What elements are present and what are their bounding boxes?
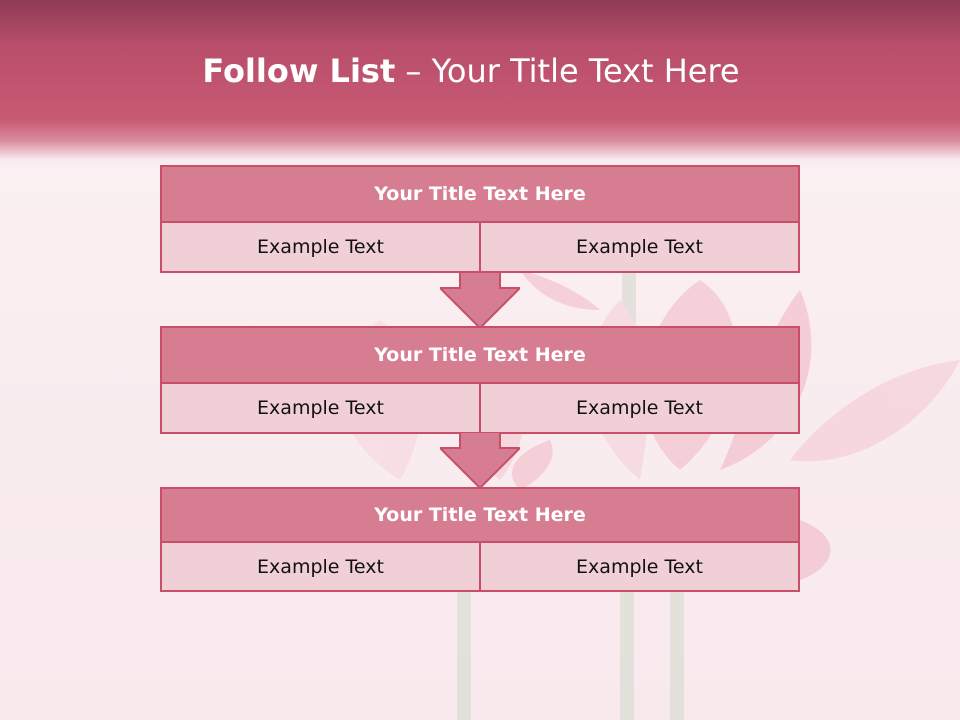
block-title: Your Title Text Here bbox=[160, 487, 800, 543]
slide-title-rest: – Your Title Text Here bbox=[395, 52, 740, 90]
follow-block-3: Your Title Text Here Example Text Exampl… bbox=[160, 487, 800, 592]
block-title: Your Title Text Here bbox=[160, 165, 800, 223]
block-cell-left: Example Text bbox=[160, 384, 481, 434]
block-cell-right: Example Text bbox=[481, 543, 800, 592]
down-arrow-icon bbox=[440, 272, 520, 328]
block-cell-right: Example Text bbox=[481, 384, 800, 434]
block-row: Example Text Example Text bbox=[160, 384, 800, 434]
down-arrow-icon bbox=[440, 432, 520, 488]
block-cell-left: Example Text bbox=[160, 543, 481, 592]
follow-block-1: Your Title Text Here Example Text Exampl… bbox=[160, 165, 800, 273]
block-cell-right: Example Text bbox=[481, 223, 800, 273]
follow-block-2: Your Title Text Here Example Text Exampl… bbox=[160, 326, 800, 434]
slide-title-bold: Follow List bbox=[202, 52, 396, 90]
block-row: Example Text Example Text bbox=[160, 223, 800, 273]
block-title: Your Title Text Here bbox=[160, 326, 800, 384]
block-cell-left: Example Text bbox=[160, 223, 481, 273]
block-row: Example Text Example Text bbox=[160, 543, 800, 592]
slide-title: Follow List – Your Title Text Here bbox=[0, 52, 942, 90]
title-banner bbox=[0, 0, 960, 168]
